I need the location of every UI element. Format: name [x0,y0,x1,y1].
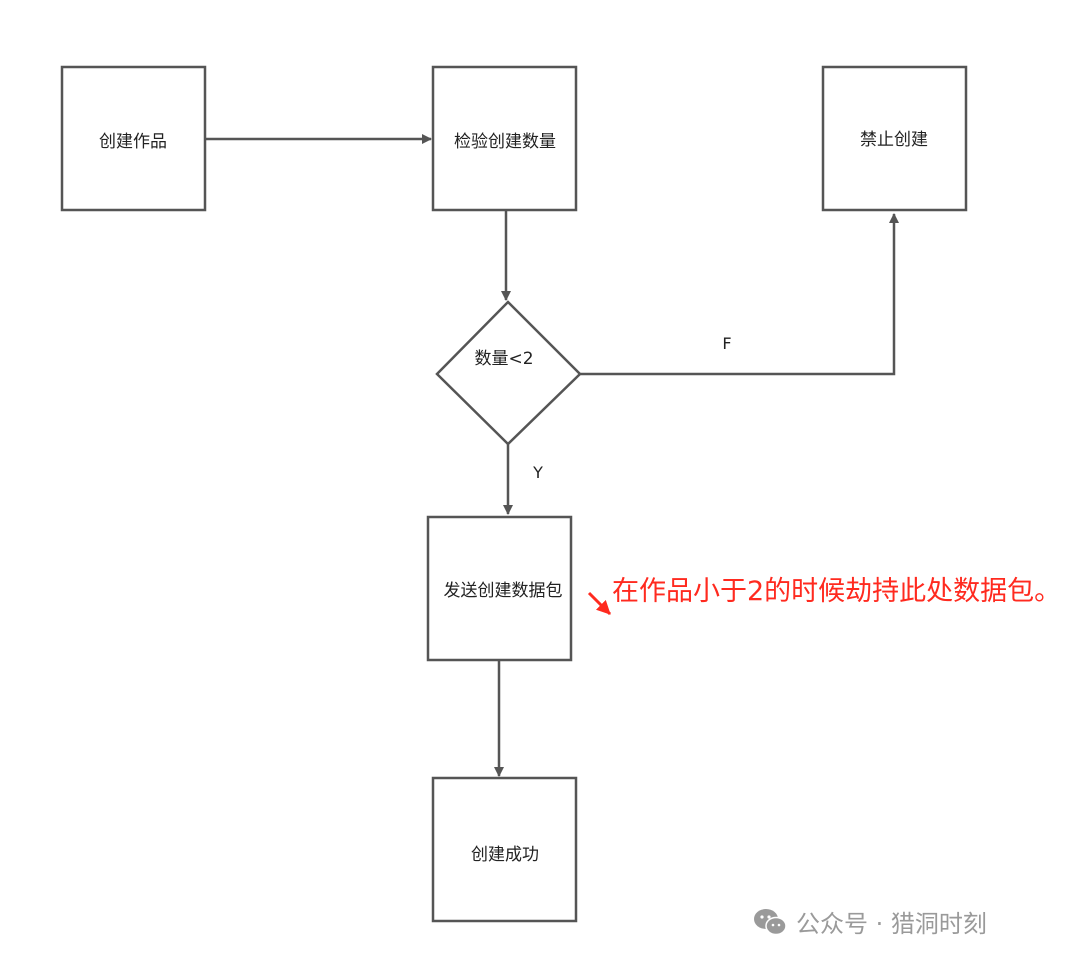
node-create-work-label: 创建作品 [99,132,167,152]
node-decision-label: 数量<2 [474,349,533,369]
node-forbid-create [821,65,968,212]
wechat-icon [754,908,787,935]
node-check-count-label: 检验创建数量 [454,132,556,152]
watermark: 公众号 · 猎洞时刻 [752,904,987,939]
node-forbid-create-label: 禁止创建 [860,130,928,150]
node-check-count [431,65,578,212]
annotation-arrow [587,591,612,616]
edge-label-true: Y [532,463,543,482]
node-send-packet [426,515,573,662]
node-create-work [60,65,207,212]
node-decision [435,300,582,446]
annotation-text: 在作品小于2的时候劫持此处数据包。 [612,576,1062,607]
edge-label-false: F [722,334,731,353]
watermark-text: 公众号 · 猎洞时刻 [796,910,987,938]
node-create-success-label: 创建成功 [471,845,539,865]
edge-decision-to-forbid [580,213,899,376]
node-send-packet-label: 发送创建数据包 [444,581,563,601]
node-create-success [431,776,578,923]
